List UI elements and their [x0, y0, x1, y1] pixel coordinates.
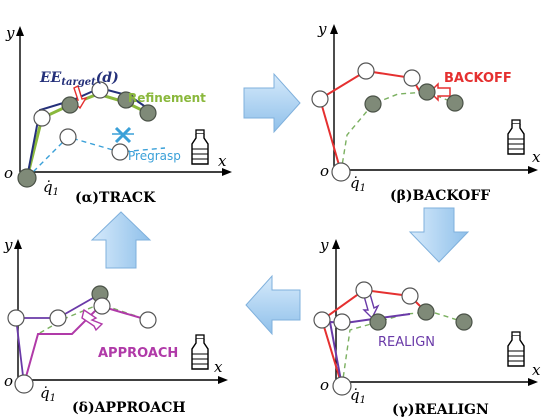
joint-node	[49, 309, 67, 327]
caption-backoff: (β)BACKOFF	[390, 188, 490, 204]
joint-node	[331, 162, 351, 182]
joint-node	[17, 168, 37, 188]
joint-node	[61, 96, 79, 114]
previous-path	[23, 303, 149, 385]
joint-node	[364, 95, 382, 113]
joint-node	[139, 311, 157, 329]
y-axis-label: y	[3, 236, 13, 254]
joint-node	[91, 81, 109, 99]
caption-track: (α)TRACK	[75, 190, 156, 206]
joint-node	[93, 297, 111, 315]
backoff-label: BACKOFF	[444, 71, 512, 86]
cross-icon	[112, 126, 134, 144]
joint-node	[455, 313, 473, 331]
joint-node	[418, 83, 436, 101]
q1-label: q̇1	[43, 178, 59, 198]
joint-node	[332, 376, 352, 396]
joint-node	[357, 62, 375, 80]
pregrasp-path	[26, 136, 166, 179]
caption-realign: (γ)REALIGN	[392, 402, 489, 418]
joint-node	[417, 303, 435, 321]
joint-node	[403, 69, 421, 87]
panel-approach: y x o q̇1 APPROACH (δ)APPROACH	[3, 236, 228, 416]
backoff-path	[318, 69, 421, 173]
y-axis-label: y	[317, 20, 327, 38]
y-axis-label: y	[5, 24, 15, 42]
panel-backoff: y x o q̇1 BACKOFF (β)BACKOFF	[311, 20, 541, 204]
origin-label: o	[4, 164, 13, 182]
joint-node	[14, 374, 34, 394]
joint-node	[117, 91, 135, 109]
previous-path	[340, 91, 456, 173]
realign-label: REALIGN	[378, 335, 435, 350]
q1-label: q̇1	[40, 384, 56, 404]
joint-node	[139, 104, 157, 122]
flow-arrow-down	[408, 207, 470, 263]
refinement-label: Refinement	[128, 91, 206, 105]
x-axis-label: x	[532, 148, 541, 166]
joint-node	[7, 309, 25, 327]
joint-node	[33, 109, 51, 127]
caption-approach: (δ)APPROACH	[72, 400, 186, 416]
previous-path	[341, 311, 465, 387]
joint-node	[59, 128, 77, 146]
pregrasp-label: Pregrasp	[128, 149, 181, 163]
flow-arrow-left	[245, 274, 301, 336]
approach-path	[23, 304, 149, 385]
joint-node	[355, 281, 373, 299]
origin-label: o	[4, 372, 13, 390]
bottle-icon	[191, 129, 209, 165]
joint-node	[446, 94, 464, 112]
panel-track: y x o q̇1 EEtarget(d) Refinement Pregras…	[4, 24, 232, 206]
flow-arrow-up	[90, 211, 152, 269]
approach-label: APPROACH	[98, 346, 178, 361]
y-axis-label: y	[319, 236, 329, 254]
origin-label: o	[320, 376, 329, 394]
panel-realign: y x o q̇1 REALIGN (γ)REALIGN	[313, 236, 541, 418]
realign-arrow-icon	[362, 293, 380, 320]
joint-node	[111, 143, 129, 161]
joint-node	[313, 311, 331, 329]
joint-node	[311, 90, 329, 108]
origin-label: o	[320, 162, 329, 180]
approach-arrow-icon	[81, 308, 104, 332]
ee-target-label: EEtarget(d)	[39, 70, 119, 88]
flow-arrow-right	[243, 72, 301, 134]
x-axis-label: x	[218, 152, 227, 170]
x-axis-label: x	[532, 361, 541, 379]
joint-node	[333, 313, 351, 331]
q1-label: q̇1	[350, 174, 366, 194]
q1-label: q̇1	[350, 386, 366, 406]
joint-node	[369, 313, 387, 331]
x-axis-label: x	[214, 358, 223, 376]
bottle-icon	[507, 119, 525, 155]
bottle-icon	[191, 334, 209, 370]
joint-node	[401, 287, 419, 305]
bottle-icon	[507, 331, 525, 367]
